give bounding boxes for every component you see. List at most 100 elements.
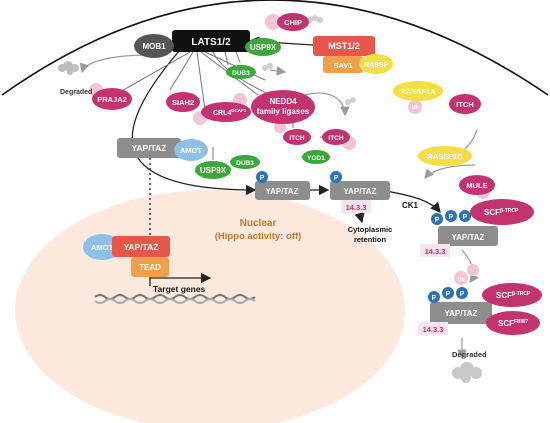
usp9x-top-label: USP9X <box>250 43 277 52</box>
yaptaz-nuclear-label: YAP/TAZ <box>124 242 159 252</box>
dub3-mid-node <box>230 155 260 169</box>
yaptaz-p3-label: YAP/TAZ <box>452 233 485 242</box>
phospho-p <box>459 210 471 222</box>
yaptaz-p4-label: YAP/TAZ <box>445 309 478 318</box>
mst-node <box>313 36 375 56</box>
dub3-mid-label: DUB3 <box>236 160 254 167</box>
ck1-label: CK1 <box>402 201 419 210</box>
itch-mid-node <box>283 129 311 145</box>
yaptaz-cyto-label: YAP/TAZ <box>132 143 167 153</box>
14-3-3-label: 14.3.3 <box>425 247 446 256</box>
nuclear-label-line2: (Hippo activity: off) <box>215 231 302 242</box>
scf-fbw7-node <box>486 311 540 335</box>
yod1-label: YOD1 <box>307 155 325 162</box>
phospho-p <box>330 171 342 183</box>
14-3-3-box <box>418 322 448 335</box>
phospho-p <box>442 287 454 299</box>
scf-btrcp-node-1 <box>470 199 534 225</box>
dub3-top-node <box>226 65 256 79</box>
crl4-node <box>201 102 251 122</box>
itch-right-node <box>449 94 481 114</box>
itch-mid2-node <box>322 129 350 145</box>
yaptaz-nuclear-node <box>112 236 170 257</box>
tead-node <box>131 257 169 277</box>
amot-nuclear-node <box>83 234 121 260</box>
nedd4-label-line2: family ligases <box>257 107 310 116</box>
praja2-label: PRAJA2 <box>97 95 127 104</box>
nucleus <box>15 190 405 423</box>
usp9x-top-node <box>245 38 281 56</box>
sav1-label: SAV1 <box>333 61 352 70</box>
yaptaz-p1-node <box>255 181 310 200</box>
14-3-3-box <box>420 244 450 257</box>
ub-label: Ub <box>458 277 465 283</box>
phospho-p-label: P <box>432 295 437 302</box>
itch-mid2-label: ITCH <box>328 135 343 142</box>
usp9x-mid-node <box>195 161 231 179</box>
amot-cyto-label: AMOT <box>180 146 202 155</box>
14-3-3-label: 14.3.3 <box>346 203 367 212</box>
phospho-p <box>256 171 268 183</box>
chip-node <box>277 13 309 31</box>
rassf1a-label: RASSF1A <box>400 87 436 96</box>
phospho-p-label: P <box>260 175 265 182</box>
mob1-label: MOB1 <box>142 42 166 51</box>
nuclear-label-line1: Nuclear <box>240 218 277 229</box>
mule-node <box>459 175 495 195</box>
rassf-label: RASSF <box>364 62 388 69</box>
cell-membrane <box>1 0 549 96</box>
14-3-3-box <box>341 200 371 213</box>
scf-btrcp-node-2 <box>482 283 542 307</box>
cytoplasmic-retention-line2: retention <box>354 235 387 244</box>
nedd4-node <box>251 90 315 124</box>
yaptaz-p1-label: YAP/TAZ <box>266 187 299 196</box>
nedd4-label-line1: NEDD4 <box>269 97 297 106</box>
phospho-p <box>445 210 457 222</box>
degraded-bottom-label: Degraded <box>452 350 487 359</box>
yaptaz-cyto-node <box>117 138 181 158</box>
phospho-p-label: P <box>435 217 440 224</box>
yaptaz-p2-label: YAP/TAZ <box>344 187 377 196</box>
praja2-node <box>92 88 132 110</box>
scf-btrcp-label-2: SCFβ-TRCP <box>496 291 531 300</box>
rassf-node <box>359 54 393 74</box>
siah2-label: SIAH2 <box>172 98 194 107</box>
tead-label: TEAD <box>139 263 161 272</box>
rassf1c-node <box>418 146 472 166</box>
phospho-p <box>428 291 440 303</box>
phospho-p-label: P <box>460 291 465 298</box>
amot-nuclear-label: AMOT <box>91 243 113 252</box>
scf-btrcp-label-1: SCFβ-TRCP <box>484 208 519 217</box>
rassf1c-label: RASSF1C <box>427 152 463 161</box>
usp9x-mid-label: USP9X <box>200 166 227 175</box>
phospho-p-label: P <box>463 214 468 221</box>
mst-label: MST1/2 <box>328 41 360 51</box>
chip-label: CHIP <box>284 18 302 27</box>
lats-label: LATS1/2 <box>191 37 231 48</box>
phospho-p <box>456 287 468 299</box>
lats-node <box>172 30 250 52</box>
yaptaz-p2-node <box>330 181 390 200</box>
phospho-p-label: P <box>334 175 339 182</box>
ub-label: Ub <box>412 105 419 111</box>
siah2-node <box>166 92 200 112</box>
scf-fbw7-label: SCFFBW7 <box>498 319 528 328</box>
mob1-node <box>134 34 174 58</box>
target-genes-label: Target genes <box>153 284 206 294</box>
yaptaz-p3-node <box>438 226 498 246</box>
14-3-3-label: 14.3.3 <box>423 325 444 334</box>
cytoplasmic-retention-line1: Cytoplasmic <box>348 225 393 234</box>
yod1-node <box>302 150 330 164</box>
rassf1a-node <box>393 81 443 101</box>
degraded-cloud-left <box>58 61 79 75</box>
phospho-p <box>431 213 443 225</box>
degraded-cloud-bottom <box>452 362 482 383</box>
phospho-p-label: P <box>446 291 451 298</box>
crl4-label: CRL4DCAF1 <box>213 108 247 117</box>
yaptaz-p4-node <box>430 302 492 324</box>
amot-cyto-node <box>174 139 208 161</box>
sav1-node <box>323 56 363 73</box>
itch-right-label: ITCH <box>456 100 474 109</box>
degraded-left-label: Degraded <box>60 89 92 96</box>
